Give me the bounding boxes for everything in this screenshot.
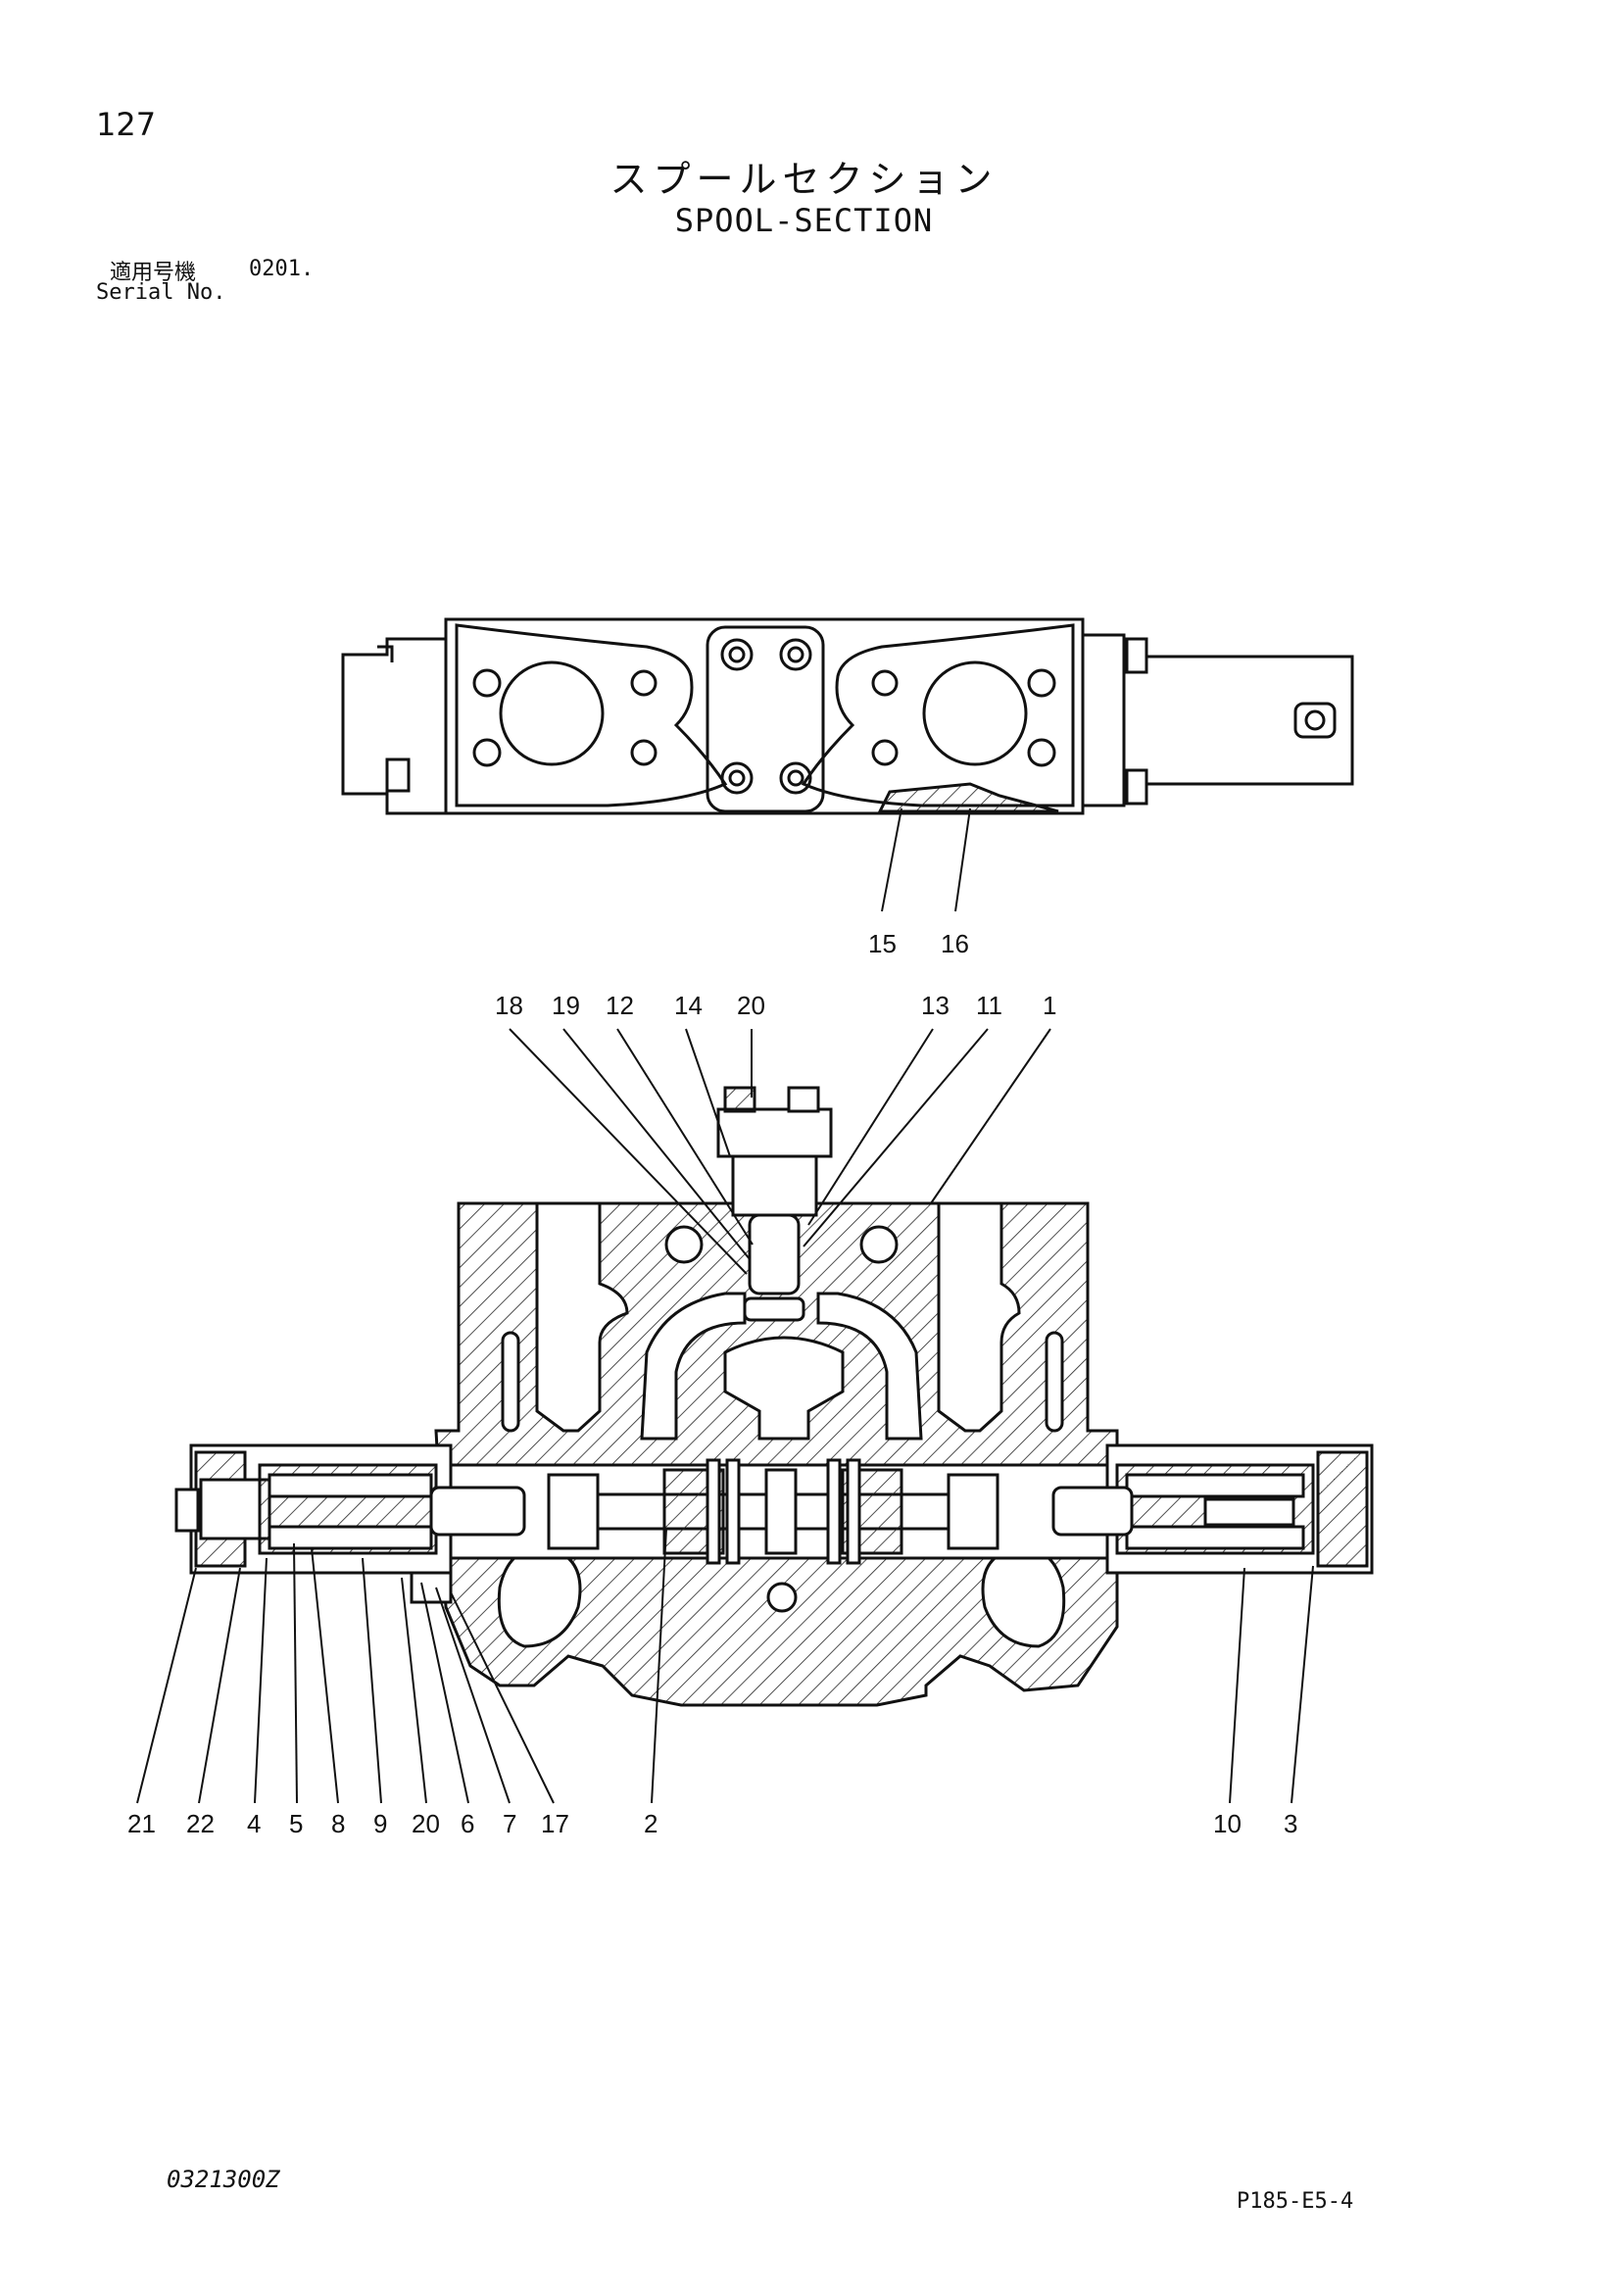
cavity-right-bore xyxy=(937,1201,1021,1433)
callout-20-top: 20 xyxy=(737,991,765,1020)
callout-19: 19 xyxy=(552,991,580,1020)
callout-17: 17 xyxy=(541,1809,569,1838)
callouts: 15 16 18 19 12 14 20 13 11 1 21 22 4 5 8… xyxy=(127,929,1297,1838)
top-cutaway xyxy=(877,782,1059,813)
page-code: P185-E5-4 xyxy=(1237,2189,1354,2214)
callout-14: 14 xyxy=(674,991,703,1020)
callout-15: 15 xyxy=(868,929,897,958)
top-plug-body xyxy=(731,1154,818,1217)
top-right-shaft xyxy=(1146,655,1354,786)
callout-2: 2 xyxy=(644,1809,658,1838)
spool-land-right xyxy=(947,1473,999,1550)
callout-3: 3 xyxy=(1284,1809,1297,1838)
top-plug-nut-left xyxy=(723,1086,756,1113)
leader-lines xyxy=(136,1028,1314,1804)
page-number: 127 xyxy=(96,106,157,143)
top-right-nut xyxy=(1125,637,1148,674)
left-end-bolt xyxy=(174,1488,200,1533)
callout-6: 6 xyxy=(461,1809,474,1838)
spool-land-left xyxy=(547,1473,600,1550)
top-left-nut xyxy=(385,757,411,793)
callout-7: 7 xyxy=(503,1809,516,1838)
top-center-block xyxy=(706,625,825,813)
callout-4: 4 xyxy=(247,1809,261,1838)
top-view xyxy=(341,617,1354,815)
section-view xyxy=(174,1086,1374,1707)
callout-22: 22 xyxy=(186,1809,215,1838)
top-plug-stem xyxy=(748,1213,801,1295)
left-spool-end xyxy=(429,1486,526,1537)
top-left-shaft xyxy=(341,637,448,815)
top-body xyxy=(444,617,1085,815)
title-english: SPOOL-SECTION xyxy=(674,202,934,239)
callout-12: 12 xyxy=(606,991,634,1020)
serial-label-japanese: 適用号機 xyxy=(110,261,197,285)
callout-5: 5 xyxy=(289,1809,303,1838)
top-port-right xyxy=(922,660,1028,766)
callout-20-bottom: 20 xyxy=(412,1809,440,1838)
right-spool-end xyxy=(1051,1486,1134,1537)
top-right-slot xyxy=(1293,702,1337,739)
callout-1: 1 xyxy=(1043,991,1056,1020)
callout-21: 21 xyxy=(127,1809,156,1838)
top-port-left xyxy=(499,660,605,766)
callout-13: 13 xyxy=(921,991,950,1020)
left-plug xyxy=(410,1571,453,1604)
title-japanese: スプールセクション xyxy=(609,158,999,201)
top-plug-cap xyxy=(716,1107,833,1158)
callout-11: 11 xyxy=(976,991,1002,1020)
drawing-code: 0321300Z xyxy=(167,2166,280,2193)
top-plug-nut-right xyxy=(787,1086,820,1113)
serial-label-english: Serial No. xyxy=(96,280,226,305)
serial-value: 0201. xyxy=(249,257,315,281)
callout-9: 9 xyxy=(373,1809,387,1838)
cavity-left-bore xyxy=(535,1201,629,1433)
callout-18: 18 xyxy=(495,991,523,1020)
cavity-right-passage xyxy=(816,1292,923,1441)
callout-10: 10 xyxy=(1213,1809,1242,1838)
top-plate-left xyxy=(455,623,728,807)
callout-8: 8 xyxy=(331,1809,345,1838)
callout-16: 16 xyxy=(941,929,969,958)
cavity-center xyxy=(723,1336,845,1441)
top-right-collar xyxy=(1081,633,1126,807)
top-plate-right xyxy=(801,623,1075,807)
